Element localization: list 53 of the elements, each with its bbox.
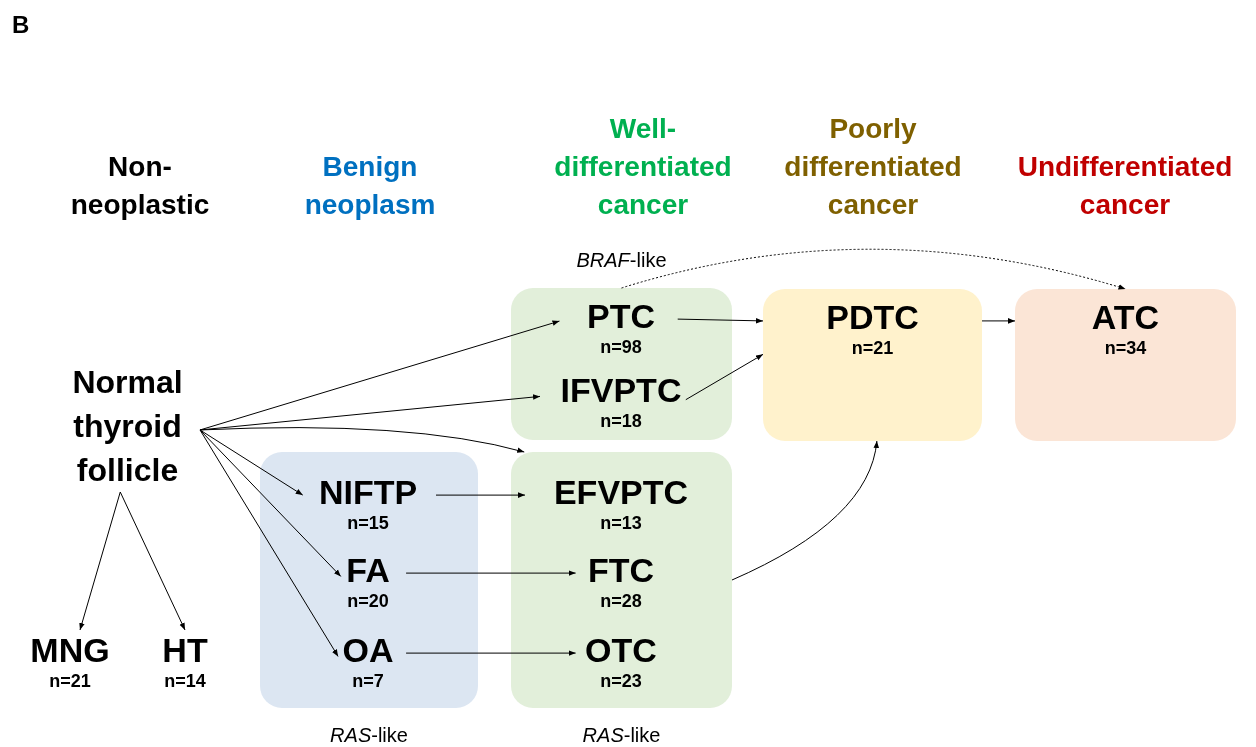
sample-count: n=20 [346,590,390,612]
arrow [405,570,577,576]
node-title: ATC [1090,297,1161,337]
arrow [685,353,764,401]
node-title: NIFTP [317,472,419,512]
arrow [199,429,339,657]
sample-count: n=21 [850,337,895,359]
node-label: Normal thyroid follicle [55,360,200,492]
stage-box [1015,289,1236,441]
arrow [435,492,526,498]
dotted-arrow [621,248,1126,290]
column-heading: Poorly differentiated cancer [783,112,963,222]
column-heading: Non-neoplastic [69,150,211,222]
arrow [731,440,879,581]
node-title: EFVPTC [552,472,690,512]
column-heading: Well-differentiated cancer [553,112,733,222]
arrow [119,491,186,631]
arrow [981,318,1016,324]
group-box [511,452,732,708]
node-title: OTC [584,630,658,670]
sample-count: n=23 [599,670,643,692]
group-box [260,452,478,708]
group-box [511,288,732,440]
arrow [79,491,121,631]
sample-count: n=21 [48,670,92,692]
arrow [677,317,764,324]
sample-count: n=13 [599,512,643,534]
arrow [199,429,304,496]
sample-count: n=15 [346,512,390,534]
annotation-text: BRAF-like [575,248,668,273]
sample-count: n=7 [351,670,385,692]
column-heading: Undifferentiated cancer [1016,150,1234,222]
panel-letter: B [12,10,31,40]
node-title: FA [345,550,391,590]
annotation-text: RAS-like [581,723,662,747]
stage-box [763,289,982,441]
sample-count: n=34 [1103,337,1148,359]
sample-count: n=98 [599,336,643,358]
sample-count: n=18 [599,410,643,432]
node-title: FTC [586,550,656,590]
node-title: IFVPTC [559,370,683,410]
arrow [405,650,577,656]
column-heading: Benign neoplasm [303,150,437,222]
node-title: PDTC [825,297,920,337]
sample-count: n=28 [599,590,643,612]
node-title: MNG [29,630,111,670]
node-title: OA [341,630,395,670]
annotation-text: RAS-like [329,723,409,747]
node-title: HT [161,630,209,670]
arrow [199,429,342,577]
node-title: PTC [586,296,656,336]
arrow [199,427,525,453]
sample-count: n=14 [163,670,207,692]
